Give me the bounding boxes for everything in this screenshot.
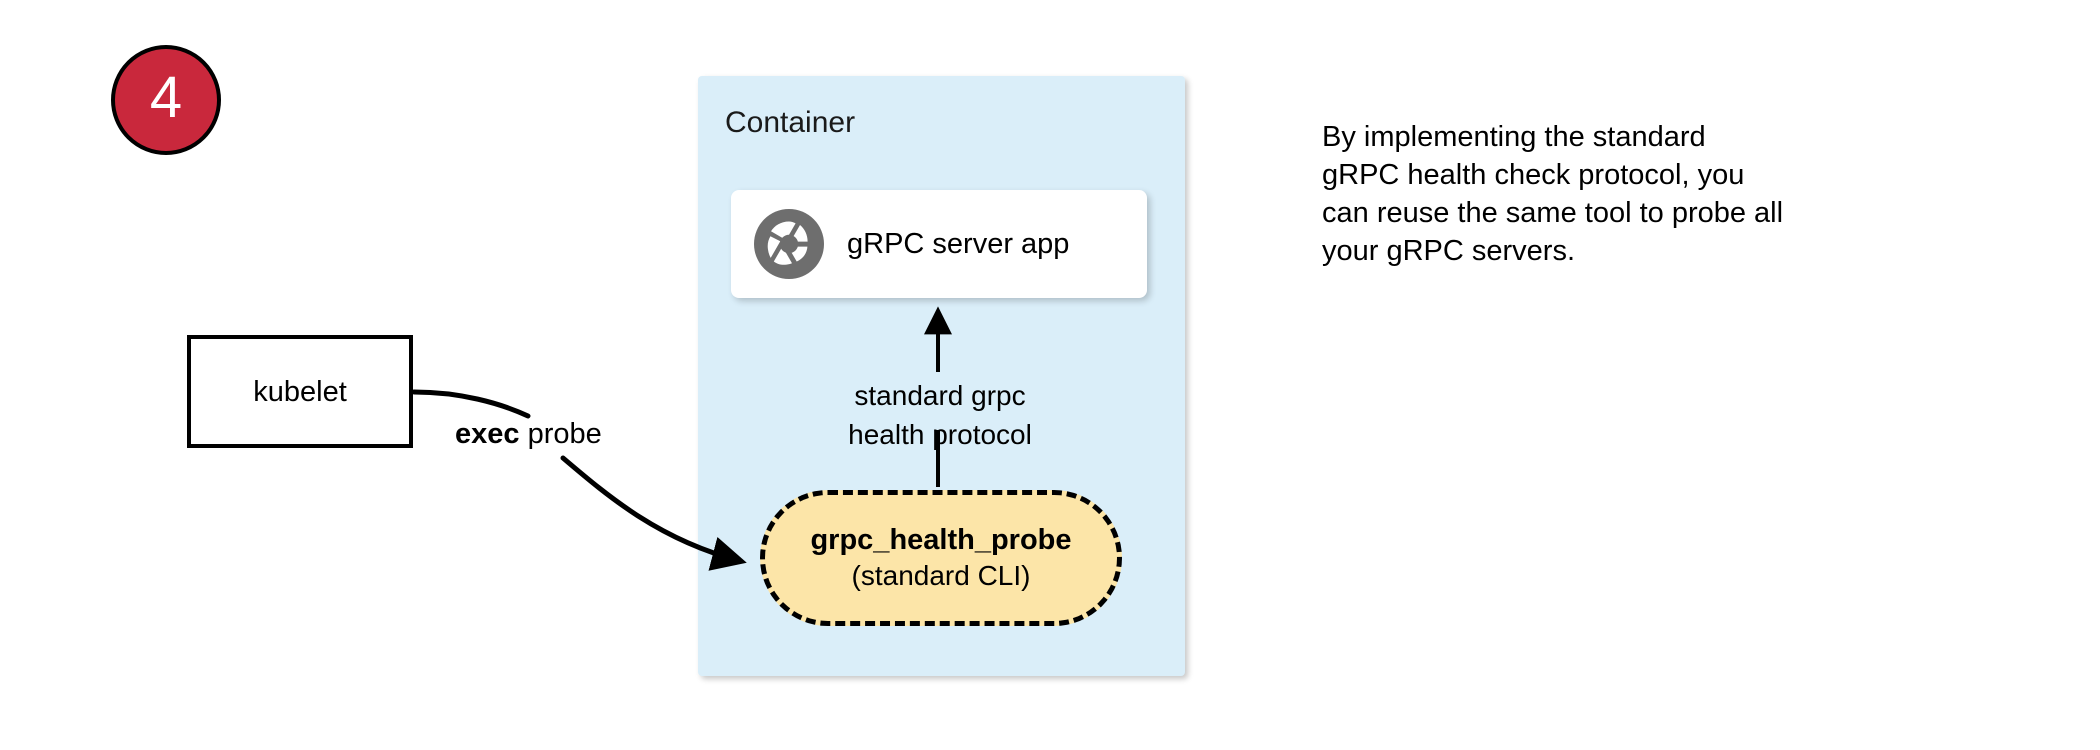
grpc-shutter-icon	[753, 208, 825, 280]
exec-probe-arrow-segment-1	[411, 389, 531, 419]
exec-probe-label-rest: probe	[519, 418, 602, 450]
grpc-server-app-card: gRPC server app	[731, 190, 1147, 298]
protocol-edge-label-line2: health protocol	[848, 419, 1032, 450]
protocol-edge-label-line1: standard grpc	[854, 380, 1026, 411]
grpc-health-probe-title: grpc_health_probe	[810, 524, 1072, 556]
exec-probe-edge-label: exec probe	[455, 417, 602, 451]
explanatory-note: By implementing the standard gRPC health…	[1322, 118, 1922, 270]
grpc-health-probe-node: grpc_health_probe (standard CLI)	[760, 490, 1122, 626]
protocol-edge-label: standard grpc health protocol	[790, 376, 1090, 454]
note-line-2: gRPC health check protocol, you	[1322, 159, 1745, 191]
note-line-3: can reuse the same tool to probe all	[1322, 197, 1784, 229]
step-number-badge: 4	[111, 45, 221, 155]
note-line-4: your gRPC servers.	[1322, 235, 1576, 267]
exec-probe-label-bold: exec	[455, 418, 520, 450]
container-title: Container	[725, 106, 856, 139]
note-line-1: By implementing the standard	[1322, 121, 1706, 153]
kubelet-box: kubelet	[187, 335, 413, 448]
step-number-label: 4	[149, 65, 183, 130]
grpc-server-app-label: gRPC server app	[847, 228, 1070, 260]
grpc-health-probe-subtitle: (standard CLI)	[851, 560, 1031, 591]
kubelet-label: kubelet	[253, 375, 347, 408]
